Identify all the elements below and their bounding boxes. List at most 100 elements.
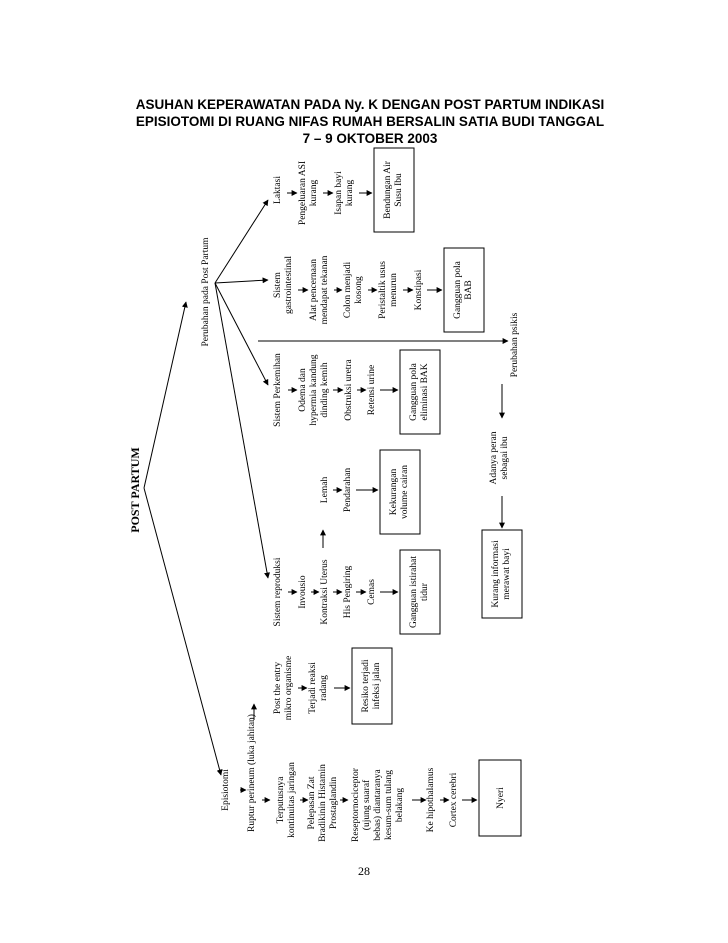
terputus-text: Terputusnya kontinuitas jaringan: [276, 762, 297, 838]
bab-line-2: BAB: [464, 280, 474, 300]
eliminasi-bak-text: Gangguan pola eliminasi BAK: [409, 362, 430, 421]
bendungan-asi-text: Bendungan Air Susu Ibu: [383, 160, 404, 219]
reaksi-radang-text: Terjadi reaksi radang: [308, 662, 329, 714]
bendungan-line-2: Susu Ibu: [394, 173, 404, 207]
terputus-line-1: Terputusnya: [276, 776, 286, 824]
bendungan-line-1: Bendungan Air: [383, 160, 393, 219]
odema-line-2: hypermia kandung: [309, 354, 319, 425]
resiko-infeksi-text: Resiko terjadi infeksi jalan: [361, 659, 382, 712]
asi-line-1: Pengeluaran ASI: [298, 161, 308, 225]
reproduksi-arrows: [288, 487, 399, 595]
isapan-bayi-text: Isapan bayi kurang: [334, 171, 355, 215]
kurang-informasi-text: Kurang informasi merawat bayi: [490, 540, 512, 608]
colon-line-2: kosong: [354, 276, 364, 304]
reseptor-line-4: kesum-sum tulang: [384, 770, 394, 840]
perkemihan-label: Sistem Perkemihan: [273, 353, 283, 427]
pendarahan-text: Pendarahan: [343, 468, 353, 513]
reseptor-line-1: Reseptornociceptor: [351, 767, 361, 842]
nyeri-text: Nyeri: [496, 787, 506, 809]
post-entry-line-1: Post the entry: [273, 662, 283, 714]
pengeluaran-asi-text: Pengeluaran ASI kurang: [298, 161, 319, 225]
gastro-line-2: gastrointestinal: [284, 256, 294, 314]
gastro-label: Sistem gastrointestinal: [273, 256, 294, 314]
reproduksi-label: Sistem reproduksi: [273, 557, 283, 626]
peristaltik-line-2: menurun: [389, 273, 399, 307]
reseptor-text: Reseptornociceptor (ujung suaraf bebas) …: [351, 767, 405, 842]
istirahat-text: Gangguan istirahat tidur: [409, 556, 430, 628]
kekurangan-cairan-text: Kekurangan volume cairan: [389, 465, 410, 519]
peran-line-1: Adanya peran: [489, 431, 499, 484]
root-label: POST PARTUM: [128, 447, 142, 532]
istirahat-line-1: Gangguan istirahat: [409, 556, 419, 628]
post-entry-line-2: mikro organisme: [284, 656, 294, 720]
lemah-text: Lemah: [320, 477, 330, 504]
peristaltik-text: Peristaltik usus menurun: [378, 261, 399, 319]
reseptor-line-2: (ujung suaraf: [361, 779, 372, 830]
bak-line-1: Gangguan pola: [409, 362, 419, 421]
adanya-peran-text: Adanya peran sebagai ibu: [489, 431, 510, 484]
reseptor-line-3: bebas) diantaranya: [372, 768, 383, 840]
ruptur-perineum-text: Ruptur perineum (luka jahitan): [246, 714, 257, 832]
istirahat-line-2: tidur: [420, 582, 430, 601]
terputus-line-2: kontinuitas jaringan: [287, 762, 297, 838]
peristaltik-line-1: Peristaltik usus: [378, 261, 388, 319]
cemas-text: Cemas: [367, 579, 377, 605]
konstipasi-text: Konstipasi: [414, 269, 424, 310]
pelepasan-text: Pelepasan Zat Bradikinin Histamin Prosta…: [307, 764, 339, 842]
system-branches: [214, 199, 270, 579]
pola-bab-box: [443, 247, 485, 333]
obstruksi-text: Obstruksi uretra: [344, 358, 354, 420]
kontraksi-text: Kontraksi Uterus: [320, 559, 330, 624]
kurang-informasi-box: [481, 529, 523, 619]
pola-bab-text: Gangguan pola BAB: [453, 260, 474, 319]
isapan-line-2: kurang: [345, 180, 355, 207]
resiko-line-2: infeksi jalan: [371, 662, 382, 709]
alat-pencernaan-text: Alat pencernaan mendapat tekanan: [309, 255, 330, 324]
odema-line-1: Odema dan: [298, 368, 308, 412]
informasi-line-2: merawat bayi: [502, 548, 512, 600]
colon-text: Colon menjadi kosong: [343, 262, 364, 319]
kekurangan-cairan-box: [379, 449, 421, 535]
hipothalamus-text: Ke hipothalamus: [426, 767, 436, 832]
title-line-1: ASUHAN KEPERAWATAN PADA Ny. K DENGAN POS…: [135, 97, 605, 112]
alat-line-1: Alat pencernaan: [309, 259, 319, 321]
istirahat-box: [399, 549, 441, 635]
retensi-text: Retensi urine: [367, 365, 377, 415]
laktasi-label: Laktasi: [273, 176, 283, 204]
episiotomi-label: Episiotomi: [221, 769, 231, 811]
perubahan-post-partum-label: Perubahan pada Post Partum: [201, 237, 211, 347]
title-line-3: 7 – 9 OKTOBER 2003: [302, 131, 438, 146]
pelepasan-line-1: Pelepasan Zat: [307, 776, 317, 829]
document-title: ASUHAN KEPERAWATAN PADA Ny. K DENGAN POS…: [110, 96, 630, 147]
pelepasan-line-2: Bradikinin Histamin: [318, 764, 328, 842]
cairan-line-2: volume cairan: [400, 465, 410, 519]
resiko-line-1: Resiko terjadi: [361, 659, 371, 712]
asi-line-2: kurang: [309, 180, 319, 207]
eliminasi-bak-box: [399, 349, 441, 435]
root-connectors: [143, 301, 223, 776]
odema-text: Odema dan hypermia kandung dinding kemih: [298, 354, 330, 425]
peran-line-2: sebagai ibu: [500, 436, 510, 479]
involusio-text: Invousio: [298, 575, 308, 609]
bab-line-1: Gangguan pola: [453, 260, 463, 319]
bak-line-2: eliminasi BAK: [420, 363, 430, 420]
cortex-text: Cortex cerebri: [449, 772, 459, 827]
resiko-infeksi-box: [351, 647, 393, 725]
reaksi-line-2: radang: [319, 675, 329, 701]
isapan-line-1: Isapan bayi: [334, 171, 344, 215]
episiotomi-arrows: [240, 685, 478, 803]
pelepasan-line-3: Prostaglandin: [329, 777, 339, 829]
bendungan-asi-box: [373, 147, 415, 233]
colon-line-1: Colon menjadi: [343, 262, 353, 319]
his-pengiring-text: His Pengiring: [343, 565, 353, 618]
informasi-line-1: Kurang informasi: [490, 540, 501, 608]
odema-line-3: dinding kemih: [320, 362, 330, 417]
post-entry-text: Post the entry mikro organisme: [273, 656, 294, 720]
reaksi-line-1: Terjadi reaksi: [308, 662, 318, 714]
title-line-2: EPISIOTOMI DI RUANG NIFAS RUMAH BERSALIN…: [135, 114, 605, 129]
psikis-label: Perubahan psikis: [510, 312, 520, 377]
alat-line-2: mendapat tekanan: [320, 255, 330, 324]
reseptor-line-5: belakang: [395, 788, 405, 823]
page-number: 28: [358, 864, 370, 878]
